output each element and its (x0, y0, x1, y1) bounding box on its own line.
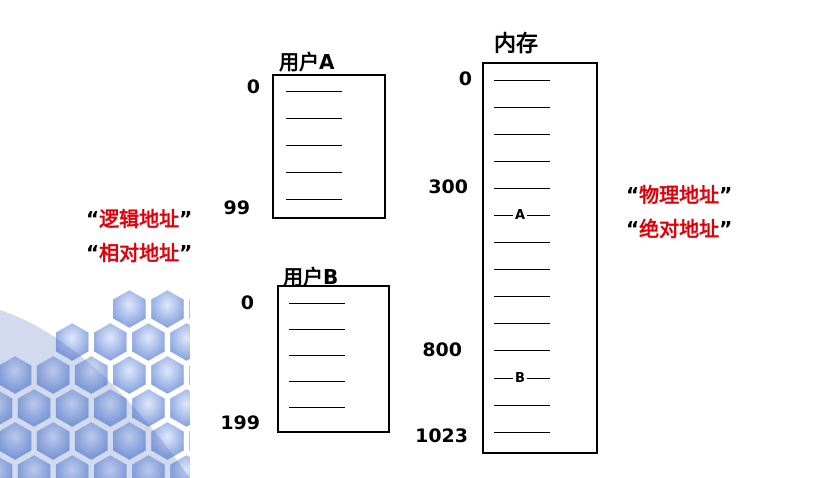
hexagon-tile (0, 353, 34, 397)
memory-addr-300: 300 (428, 176, 468, 198)
hexagon-tile (149, 419, 186, 463)
physical-address-text: 物理地址 (639, 183, 720, 207)
hexagon-tile (0, 419, 34, 463)
user-a-slot (286, 172, 342, 173)
logical-address-text: 逻辑地址 (99, 207, 180, 231)
open-quote: “ (86, 241, 100, 265)
hexagon-tile (130, 452, 167, 478)
hexagon-tile (187, 296, 190, 322)
memory-title: 内存 (494, 32, 539, 57)
memory-slot (494, 188, 550, 189)
hexagon-tile (92, 386, 129, 430)
memory-slot (494, 405, 550, 406)
hexagon-tile (53, 452, 91, 478)
memory-slot (494, 323, 550, 324)
hexagon-tile (34, 419, 72, 463)
open-quote: “ (626, 217, 640, 241)
hexagon-tile (130, 386, 167, 430)
user-a-slot (286, 91, 342, 92)
user-b-slot (289, 407, 345, 408)
hexagon-tile (187, 428, 190, 454)
hexagon-tile (15, 386, 53, 430)
close-quote: ” (719, 183, 733, 207)
memory-slot (494, 350, 550, 351)
memory-slot (494, 80, 550, 81)
user-b-slot (289, 381, 345, 382)
user-a-slot (286, 118, 342, 119)
hexagon-tile (187, 362, 190, 388)
hexagon-tile (149, 353, 186, 397)
user-b-slot (289, 303, 345, 304)
relative-address-label: “相对地址” (86, 238, 192, 268)
memory-slot (494, 432, 550, 433)
user-b-addr-start: 0 (240, 292, 254, 314)
user-a-title: 用户A (279, 50, 335, 74)
memory-slot (494, 269, 550, 270)
user-a-slot (286, 145, 342, 146)
user-a-addr-end: 99 (223, 197, 250, 219)
hexagon-tile (0, 389, 15, 427)
hexagon-tile (72, 353, 110, 397)
user-a-address-space (272, 74, 386, 219)
honeycomb-decoration (0, 287, 190, 478)
close-quote: ” (719, 217, 733, 241)
hexagon-tile (168, 386, 190, 430)
memory-slot (494, 296, 550, 297)
user-b-addr-end: 199 (220, 412, 260, 434)
hexagon-tile (53, 320, 91, 364)
user-b-address-space (277, 285, 390, 433)
user-a-slot (286, 199, 342, 200)
memory-label-a: A (513, 208, 528, 223)
hexagon-tile (149, 287, 186, 331)
logical-address-label: “逻辑地址” (86, 204, 192, 234)
close-quote: ” (179, 241, 193, 265)
hexagon-tile (34, 353, 72, 397)
user-b-slot (289, 355, 345, 356)
hexagon-tile (130, 320, 167, 364)
hexagon-tile (15, 452, 53, 478)
physical-address-label: “物理地址” (626, 180, 732, 210)
absolute-address-text: 绝对地址 (639, 217, 720, 241)
hexagon-tile (0, 455, 15, 478)
memory-addr-1023: 1023 (415, 425, 468, 447)
user-b-slot (289, 329, 345, 330)
hexagon-tile (111, 287, 148, 331)
hexagon-tile (111, 419, 148, 463)
memory-addr-0: 0 (458, 68, 472, 90)
hexagon-tile (92, 452, 129, 478)
physical-memory: A B (482, 62, 598, 454)
hexagon-tile (72, 419, 110, 463)
relative-address-text: 相对地址 (99, 241, 180, 265)
memory-slot (494, 107, 550, 108)
hexagon-tile (168, 320, 190, 364)
hexagon-tile (92, 320, 129, 364)
memory-addr-800: 800 (422, 339, 462, 361)
hexagon-tile (53, 386, 91, 430)
memory-slot (494, 161, 550, 162)
memory-slot (494, 242, 550, 243)
hexagon-tile (111, 353, 148, 397)
open-quote: “ (626, 183, 640, 207)
memory-slot (494, 134, 550, 135)
absolute-address-label: “绝对地址” (626, 214, 732, 244)
hexagon-tile (168, 452, 190, 478)
close-quote: ” (179, 207, 193, 231)
user-a-addr-start: 0 (246, 76, 260, 98)
open-quote: “ (86, 207, 100, 231)
memory-label-b: B (513, 371, 527, 386)
